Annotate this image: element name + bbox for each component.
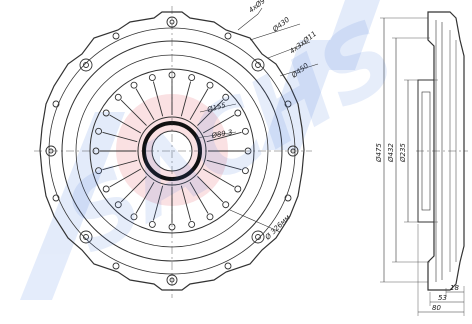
side-view	[380, 11, 468, 316]
spring-finger	[189, 181, 209, 214]
spring-finger	[109, 114, 142, 134]
mounting-hole	[284, 100, 292, 108]
leader-line	[199, 103, 237, 113]
mounting-hole	[251, 58, 265, 72]
front-view	[34, 6, 312, 298]
dim-label-53: 53	[438, 294, 447, 302]
spring-finger	[189, 88, 209, 121]
dim-label-475: Ø475	[375, 143, 383, 163]
finger-slot	[234, 185, 242, 193]
finger-slot	[130, 213, 138, 221]
leader-line	[249, 23, 301, 41]
side-view-labels: Ø475 Ø432 Ø235 18 53 80	[375, 143, 459, 312]
mounting-hole	[83, 62, 89, 68]
spring-finger	[202, 114, 235, 134]
mounting-hole	[224, 262, 232, 270]
spring-finger	[206, 131, 242, 143]
finger-slot	[222, 93, 230, 101]
leader-line	[237, 13, 259, 31]
watermark-blue-stroke-1	[20, 112, 125, 300]
spring-finger	[109, 168, 142, 188]
mounting-hole	[284, 194, 292, 202]
spring-finger	[102, 131, 138, 143]
finger-slot	[148, 220, 156, 228]
finger-slot	[114, 201, 122, 209]
dim-label-diameter-326: Ø 326мм	[263, 213, 292, 242]
finger-slot	[206, 213, 214, 221]
finger-slot	[241, 167, 249, 175]
finger-slot	[206, 81, 214, 89]
finger-slot	[188, 74, 196, 82]
finger-slot	[188, 220, 196, 228]
spring-finger	[152, 81, 164, 117]
leader-line	[267, 41, 311, 59]
finger-slot	[130, 81, 138, 89]
spring-finger	[152, 185, 164, 221]
dim-label-diameter-89: Ø89.3	[210, 128, 233, 140]
spring-finger	[197, 99, 224, 126]
mounting-hole	[83, 234, 89, 240]
finger-slot	[222, 201, 230, 209]
spring-finger	[197, 176, 224, 203]
mounting-hole	[251, 230, 265, 244]
dim-label-mount-holes: 4xØ9	[247, 0, 267, 15]
spring-finger	[206, 159, 242, 171]
spring-finger	[135, 181, 155, 214]
watermark-blue-stroke-3	[320, 0, 380, 70]
spring-finger	[180, 81, 192, 117]
spring-finger	[120, 99, 147, 126]
leader-line	[279, 63, 319, 77]
leader-lines	[195, 7, 319, 233]
finger-slot	[95, 167, 103, 175]
finger-slot	[148, 74, 156, 82]
finger-slot	[102, 109, 110, 117]
diaphragm-fingers	[92, 71, 252, 231]
finger-slot	[102, 185, 110, 193]
mounting-hole	[112, 262, 120, 270]
dim-label-pitch-430: Ø430	[271, 15, 292, 34]
mounting-hole	[255, 234, 261, 240]
spring-finger	[202, 168, 235, 188]
finger-slot	[234, 109, 242, 117]
mounting-hole	[79, 58, 93, 72]
leader-line	[195, 131, 237, 139]
dim-label-235: Ø235	[399, 143, 407, 163]
finger-slot	[95, 127, 103, 135]
dim-label-18: 18	[450, 284, 459, 292]
dim-label-432: Ø432	[387, 143, 395, 163]
spring-finger	[180, 185, 192, 221]
mounting-hole	[52, 100, 60, 108]
watermark-blue-stroke-2	[262, 40, 340, 150]
mounting-hole	[112, 32, 120, 40]
spring-finger	[135, 88, 155, 121]
leader-line	[229, 209, 281, 233]
leader-line	[257, 7, 263, 15]
cover-outline	[39, 11, 305, 291]
mounting-hole	[79, 230, 93, 244]
spring-finger	[120, 176, 147, 203]
finger-slot	[114, 93, 122, 101]
mounting-hole	[255, 62, 261, 68]
mounting-hole	[52, 194, 60, 202]
mounting-holes	[45, 16, 299, 286]
dim-label-80: 80	[432, 304, 441, 312]
spring-finger	[102, 159, 138, 171]
mounting-hole	[224, 32, 232, 40]
finger-slot	[241, 127, 249, 135]
